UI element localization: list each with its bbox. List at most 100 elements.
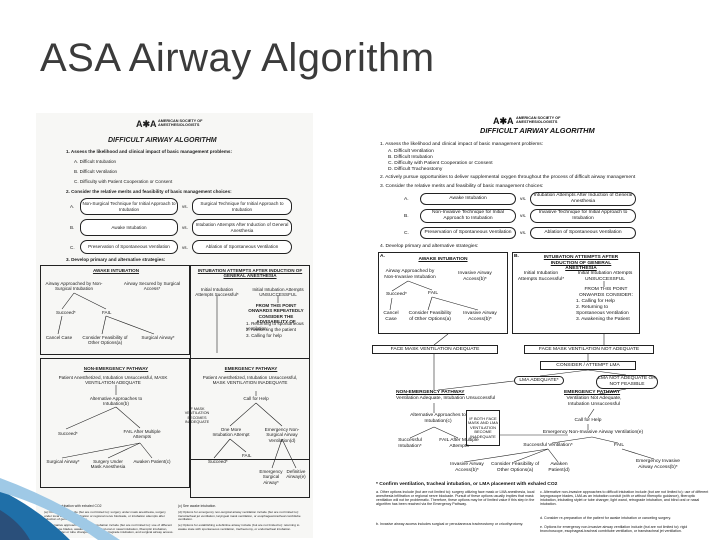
flow-node: FAIL After Multiple Attempts: [123, 429, 161, 440]
step-3: 3. Consider the relative merits and feas…: [380, 184, 544, 189]
panel-header: NON-EMERGENCY PATHWAY: [83, 366, 149, 371]
flow-node: FAIL: [102, 310, 112, 315]
flow-node: Airway Approached by Non-Surgical Intuba…: [45, 281, 103, 292]
flow-node: Successful Intubation*: [398, 438, 422, 449]
step-1: 1. Assess the likelihood and clinical im…: [380, 142, 544, 147]
flow-node: FAIL: [428, 291, 439, 296]
flow-node: Invasive Airway Access(b)*: [463, 311, 497, 322]
panel-header: AWAKE INTUBATION: [418, 257, 468, 262]
onwards-note: FROM THIS POINT ONWARDS CONSIDER:: [579, 287, 633, 298]
flow-node: Surgical Airway*: [46, 459, 80, 464]
flow-node: Awaken Patient(d): [548, 462, 570, 473]
choice-letter: A.: [404, 197, 409, 202]
choice-vs: vs.: [520, 231, 527, 236]
choice-letter: A.: [70, 204, 75, 209]
flow-node: FAIL: [614, 443, 625, 448]
footnote: d. Consider re-preparation of the patien…: [540, 516, 671, 520]
step-1: 1. Assess the likelihood and clinical im…: [66, 149, 233, 154]
awake-intubation-panel: [378, 252, 508, 334]
choice-vs: vs.: [182, 204, 188, 209]
flow-node: Consider Feasibility of Other Options(a): [408, 311, 452, 322]
emergency-panel: [190, 358, 310, 498]
choice-right-box: Surgical Technique for Initial Approach …: [192, 198, 292, 215]
choice-letter: B.: [404, 214, 409, 219]
face-mask-adequate-box: FACE MASK VENTILATION ADEQUATE: [372, 345, 498, 354]
slide-title: ASA Airway Algorithm: [40, 36, 435, 80]
onwards-item: 3. Awakening the Patient: [576, 317, 630, 322]
flow-node: Initial Intubation Attempts Successful*: [517, 271, 565, 282]
flow-node: Initial Intubation Attempts UNSUCCESSFUL: [252, 287, 304, 298]
flow-node: Alternative Approaches to Intubation(b): [89, 396, 143, 407]
flow-node: Succeed*: [386, 292, 407, 297]
onwards-note: FROM THIS POINT ONWARDS REPEATEDLY CONSI…: [248, 303, 304, 324]
lma-adequate-box: LMA ADEQUATE*: [514, 376, 564, 385]
consider-lma-box: CONSIDER / ATTEMPT LMA: [540, 361, 636, 370]
choice-letter: B.: [70, 225, 75, 230]
flow-node: Definitive Airway(e): [286, 469, 306, 480]
step-1-item: A. Difficult Ventilation: [388, 149, 434, 154]
choice-right-box: Ablation of Spontaneous Ventilation: [192, 240, 292, 254]
left-flow-arrows: [57, 292, 297, 469]
choice-right-box: Intubation Attempts After Induction of G…: [530, 192, 636, 206]
footnote: (b) Alternative approaches to difficult …: [44, 523, 174, 535]
choice-vs: vs.: [520, 197, 527, 202]
footnote: (e) Options for establishing a definitiv…: [178, 523, 300, 531]
non-emergency-header: NON-EMERGENCY PATHWAY: [396, 390, 465, 395]
choice-letter: C.: [404, 231, 409, 236]
flow-node: Call for Help: [243, 396, 269, 401]
flow-node: Emergency Non-Invasive Airway Ventilatio…: [542, 430, 644, 435]
step-1-item: B. Difficult Ventilation: [74, 169, 118, 174]
choice-right-box: Invasive Technique for Initial Approach …: [530, 209, 636, 223]
step-2: 2. Actively pursue opportunities to deli…: [380, 175, 636, 180]
decorative-swoosh-icon: [0, 478, 120, 540]
choice-right-box: Ablation of Spontaneous Ventilation: [530, 227, 636, 239]
awake-intubation-panel: [40, 265, 190, 355]
step-1-item: A. Difficult Intubation: [74, 159, 117, 164]
flow-node: Succeed*: [208, 459, 228, 464]
society-name: AMERICAN SOCIETY OF ANESTHESIOLOGISTS: [158, 119, 203, 127]
asa-logo-icon: A✱A: [136, 119, 157, 129]
emergency-header: EMERGENCY PATHWAY: [564, 390, 621, 395]
left-algorithm-document: A✱A AMERICAN SOCIETY OF ANESTHESIOLOGIST…: [36, 113, 313, 538]
flow-node: Call for Help: [574, 418, 602, 423]
footnote: a. Other options include (but are not li…: [376, 490, 535, 507]
choice-left-box: Awake Intubation: [420, 193, 516, 205]
right-algorithm-document: A✱A AMERICAN SOCIETY OF ANESTHESIOLOGIST…: [368, 113, 720, 540]
step-1-item: D. Difficult Tracheostomy: [388, 167, 443, 172]
flow-node: Airway Secured by Surgical Access*: [123, 281, 181, 292]
choice-vs: vs.: [520, 214, 527, 219]
face-mask-not-adequate-box: FACE MASK VENTILATION NOT ADEQUATE: [524, 345, 654, 354]
flow-node: Succeed*: [56, 310, 76, 315]
step-1-item: B. Difficult Intubation: [388, 155, 433, 160]
asa-logo-icon: A✱A: [493, 116, 514, 126]
right-flow-arrows: [389, 280, 655, 463]
panel-header: INTUBATION ATTEMPTS AFTER INDUCTION OF G…: [197, 268, 303, 279]
choice-left-box: Preservation of Spontaneous Ventilation: [420, 227, 516, 239]
step-2: 2. Consider the relative merits and feas…: [66, 189, 232, 194]
footnote: (d) Options for emergency non-surgical a…: [178, 510, 301, 522]
panel-header: EMERGENCY PATHWAY: [224, 366, 278, 371]
flow-node: Invasive Airway Access(b)*: [450, 462, 484, 473]
onwards-item: 3. Calling for help: [246, 333, 282, 338]
panel-header: INTUBATION ATTEMPTS AFTER INDUCTION OF G…: [543, 255, 619, 272]
footnote: * Confirm ventilation, tracheal intubati…: [376, 482, 558, 487]
algorithm-title: DIFFICULT AIRWAY ALGORITHM: [108, 137, 217, 144]
choice-left-box: Preservation of Spontaneous Ventilation: [80, 240, 178, 254]
flow-node: Cancel Case: [383, 311, 399, 322]
non-emergency-sub: Ventilation Adequate, Intubation Unsucce…: [396, 396, 496, 401]
flow-node: Consider Feasibility of Other Options(a): [82, 335, 128, 346]
flow-node: Initial Intubation Attempts Successful*: [195, 287, 239, 298]
emergency-sub: Ventilation Not Adequate, Intubation Uns…: [566, 396, 622, 407]
lma-not-adequate-box: LMA NOT ADEQUATE OR NOT FEASIBLE: [596, 375, 658, 389]
step-4: 4. Develop primary and alternative strat…: [380, 244, 479, 249]
induction-panel: [512, 252, 640, 334]
flow-node: Surgery Under Mask Anesthesia: [90, 459, 126, 470]
if-mask-note: IF MASK VENTILATION BECOMES INADEQUATE: [184, 407, 210, 425]
flow-node: Invasive Airway Access(b)*: [458, 271, 492, 282]
flow-node: Alternative Approaches to Intubation(c): [410, 413, 466, 424]
panel-header: AWAKE INTUBATION: [92, 268, 140, 273]
if-both-inadequate-box: IF BOTH FACE MASK AND LMA VENTILATION BE…: [466, 410, 500, 446]
flow-node: Awaken Patient(c): [133, 459, 171, 464]
society-name: AMERICAN SOCIETY OF ANESTHESIOLOGISTS: [516, 116, 561, 124]
